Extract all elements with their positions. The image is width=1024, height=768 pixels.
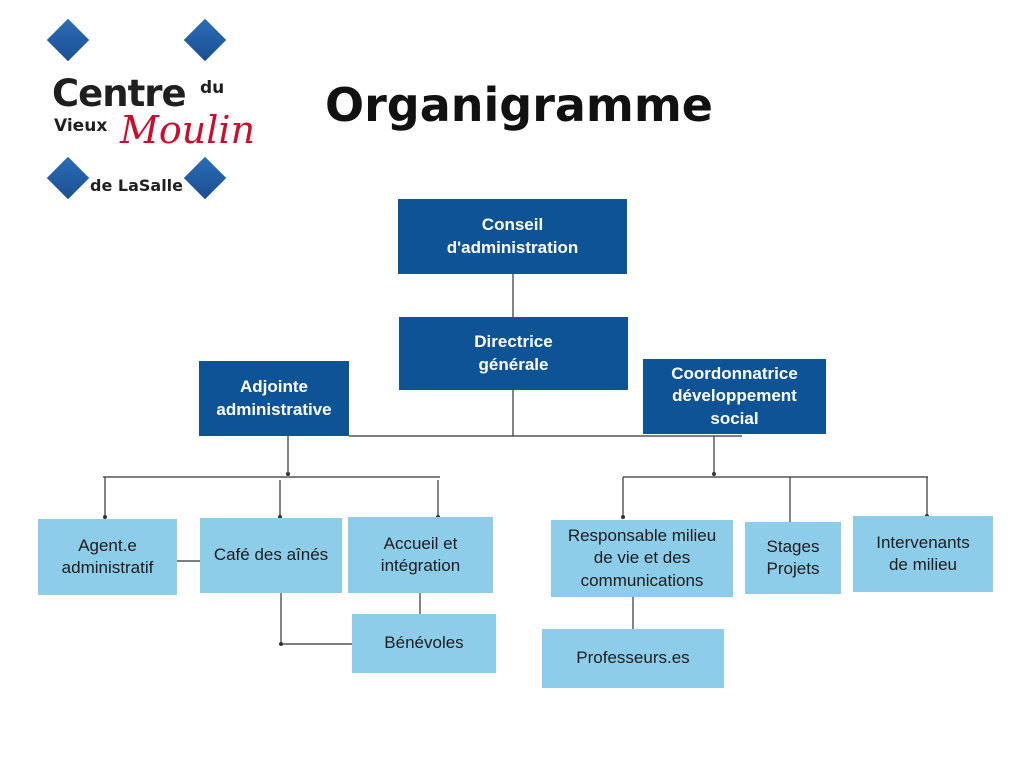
logo-moulin: Moulin [120, 108, 256, 152]
logo-centre: Centre [52, 72, 187, 115]
box-conseil: Conseil d'administration [398, 199, 627, 274]
box-directrice: Directrice générale [399, 317, 628, 390]
box-coordonnatrice: Coordonnatrice développement social [643, 359, 826, 434]
logo-vieux: Vieux [54, 116, 108, 136]
logo-du: du [200, 78, 225, 98]
logo-lasalle: de LaSalle [90, 176, 184, 195]
box-intervenants: Intervenants de milieu [853, 516, 993, 592]
box-cafe: Café des aînés [200, 518, 342, 593]
box-professeurs: Professeurs.es [542, 629, 724, 688]
logo: Centre du Vieux Moulin de LaSalle [46, 18, 255, 202]
box-responsable: Responsable milieu de vie et des communi… [551, 520, 733, 597]
page-title: Organigramme [325, 78, 713, 132]
box-adjointe: Adjointe administrative [199, 361, 349, 436]
box-accueil: Accueil et intégration [348, 517, 493, 593]
box-agent: Agent.e administratif [38, 519, 177, 595]
box-stages: Stages Projets [745, 522, 841, 594]
box-benevoles: Bénévoles [352, 614, 496, 673]
